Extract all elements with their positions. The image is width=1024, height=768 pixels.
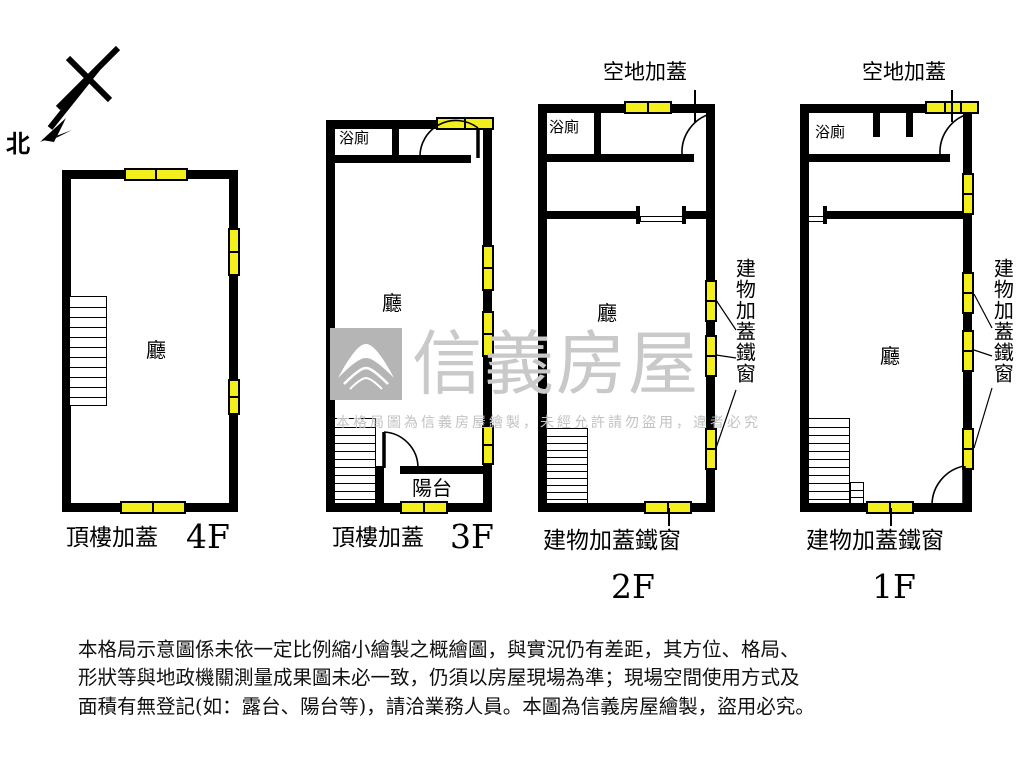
stairs-2f bbox=[546, 428, 588, 504]
room-label-3f-balcony: 陽台 bbox=[412, 476, 452, 500]
window-2f-top bbox=[624, 101, 672, 114]
floor-number-4f: 4F bbox=[186, 517, 230, 556]
leader-lines-2f-side bbox=[715, 299, 737, 449]
wall-1f-mid-right bbox=[826, 211, 963, 219]
disclaimer-text: 本格局示意圖係未依一定比例縮小繪製之概繪圖，與實況仍有差距，其方位、格局、 形狀… bbox=[78, 636, 958, 721]
disclaimer-line-2: 形狀等與地政機關測量成果圖未必一致，仍須以房屋現場為準；現場空間使用方式及 bbox=[78, 666, 800, 690]
wall-1f-top bbox=[800, 104, 972, 113]
sliding-door-2f-line-top bbox=[640, 216, 684, 217]
annotation-1f-top: 空地加蓋 bbox=[862, 60, 946, 84]
window-3f-right-upper bbox=[482, 245, 494, 291]
stairs-1f-landing bbox=[850, 482, 864, 504]
wall-1f-bath-stub-right bbox=[906, 112, 913, 137]
north-arrow-icon bbox=[40, 45, 121, 142]
sliding-door-1f-line-top bbox=[804, 216, 826, 217]
wall-2f-mid-right bbox=[684, 211, 715, 219]
watermark-notice: 本格局圖為信義房屋繪製，未經允許請勿盜用，違者必究 bbox=[336, 415, 761, 431]
window-3f-right-lower bbox=[482, 425, 494, 465]
wall-2f-mid-jamb-right bbox=[682, 206, 686, 224]
window-1f-right-top bbox=[962, 173, 974, 215]
window-3f-right-mid bbox=[482, 311, 494, 357]
wall-2f-bath-bottom bbox=[538, 154, 694, 162]
room-label-1f-hall: 廳 bbox=[880, 344, 900, 368]
annotation-2f-top: 空地加蓋 bbox=[603, 60, 687, 84]
wall-1f-mid-jamb-left bbox=[800, 206, 804, 224]
north-label: 北 bbox=[6, 130, 30, 158]
door-1f-entrance bbox=[931, 465, 966, 505]
disclaimer-line-1: 本格局示意圖係未依一定比例縮小繪製之概繪圖，與實況仍有差距，其方位、格局、 bbox=[78, 638, 800, 661]
door-2f-bathroom bbox=[681, 113, 712, 155]
disclaimer-line-3: 面積有無登記(如：露台、陽台等)，請洽業務人員。本圖為信義房屋繪製，盜用必究。 bbox=[78, 694, 815, 718]
sliding-door-2f-end-left bbox=[640, 216, 641, 222]
wall-2f-bath-right bbox=[594, 112, 601, 156]
room-label-1f-bathroom: 浴廁 bbox=[815, 123, 846, 141]
wall-4f-right bbox=[229, 170, 238, 512]
leader-line-2f-bottom bbox=[668, 508, 670, 526]
wall-3f-bath-bottom bbox=[326, 155, 471, 163]
door-3f-balcony bbox=[382, 431, 419, 469]
wall-2f-mid-jamb-left bbox=[636, 206, 640, 224]
floor-name-1f: 建物加蓋鐵窗 bbox=[806, 528, 944, 554]
leader-lines-1f-side bbox=[973, 293, 993, 449]
floor-name-3f: 頂樓加蓋 bbox=[332, 525, 424, 551]
stairs-1f bbox=[808, 418, 850, 504]
annotation-1f-side: 建物加蓋鐵窗 bbox=[990, 258, 1015, 384]
window-1f-right-lower bbox=[962, 428, 974, 470]
floor-number-2f: 2F bbox=[611, 567, 655, 606]
wall-3f-balcony-left bbox=[376, 466, 384, 512]
stairs-3f bbox=[334, 418, 376, 504]
floor-number-3f: 3F bbox=[450, 517, 494, 556]
watermark-brand: 信義房屋 bbox=[412, 323, 700, 405]
wall-1f-left bbox=[800, 104, 809, 512]
window-4f-bottom bbox=[120, 501, 186, 514]
window-1f-right-mid bbox=[962, 330, 974, 372]
floor-name-4f: 頂樓加蓋 bbox=[66, 525, 158, 551]
room-label-4f-hall: 廳 bbox=[146, 338, 166, 362]
sliding-door-1f-line-bottom bbox=[804, 221, 826, 222]
window-1f-right-upper bbox=[962, 272, 974, 314]
leader-line-1f-bottom bbox=[890, 508, 892, 526]
wall-2f-bottom bbox=[538, 503, 715, 512]
stairs-4f bbox=[69, 296, 107, 406]
wall-3f-balcony-top bbox=[400, 466, 483, 474]
window-4f-right-lower bbox=[228, 379, 240, 415]
wall-3f-bath-right bbox=[392, 128, 399, 157]
room-label-3f-bathroom: 浴廁 bbox=[339, 129, 370, 147]
wall-3f-left bbox=[326, 120, 335, 512]
wall-2f-mid-left bbox=[538, 211, 638, 219]
window-3f-balcony bbox=[400, 501, 448, 514]
wall-2f-left bbox=[538, 104, 547, 512]
watermark: 信義房屋 bbox=[330, 328, 700, 400]
door-3f-bathroom bbox=[419, 119, 480, 159]
wall-1f-bath-bottom bbox=[800, 154, 950, 162]
leader-line-1f-top bbox=[951, 90, 953, 122]
window-4f-right-upper bbox=[228, 228, 240, 276]
window-2f-right-mid bbox=[705, 335, 717, 377]
sliding-door-2f-line-bottom bbox=[640, 221, 684, 222]
wall-4f-left bbox=[62, 170, 71, 512]
floor-number-1f: 1F bbox=[872, 567, 916, 606]
sinyi-logo-icon bbox=[330, 328, 402, 400]
sliding-door-2f-end-right bbox=[683, 216, 684, 222]
window-4f-top bbox=[124, 168, 188, 181]
sliding-door-1f-end-left bbox=[804, 216, 805, 222]
leader-line-2f-top bbox=[694, 90, 696, 122]
annotation-2f-side: 建物加蓋鐵窗 bbox=[732, 258, 757, 384]
sliding-door-1f-end-right bbox=[825, 216, 826, 222]
floor-name-2f: 建物加蓋鐵窗 bbox=[543, 528, 681, 554]
room-label-3f-hall: 廳 bbox=[382, 291, 402, 315]
door-1f-bathroom bbox=[939, 113, 970, 155]
room-label-2f-hall: 廳 bbox=[597, 301, 617, 325]
wall-1f-bath-stub-left bbox=[873, 112, 880, 137]
room-label-2f-bathroom: 浴廁 bbox=[549, 118, 580, 136]
window-2f-right-lower bbox=[705, 428, 717, 470]
compass-north-indicator bbox=[20, 30, 140, 164]
wall-3f-top bbox=[326, 120, 492, 129]
wall-1f-mid-jamb-right bbox=[823, 206, 827, 224]
